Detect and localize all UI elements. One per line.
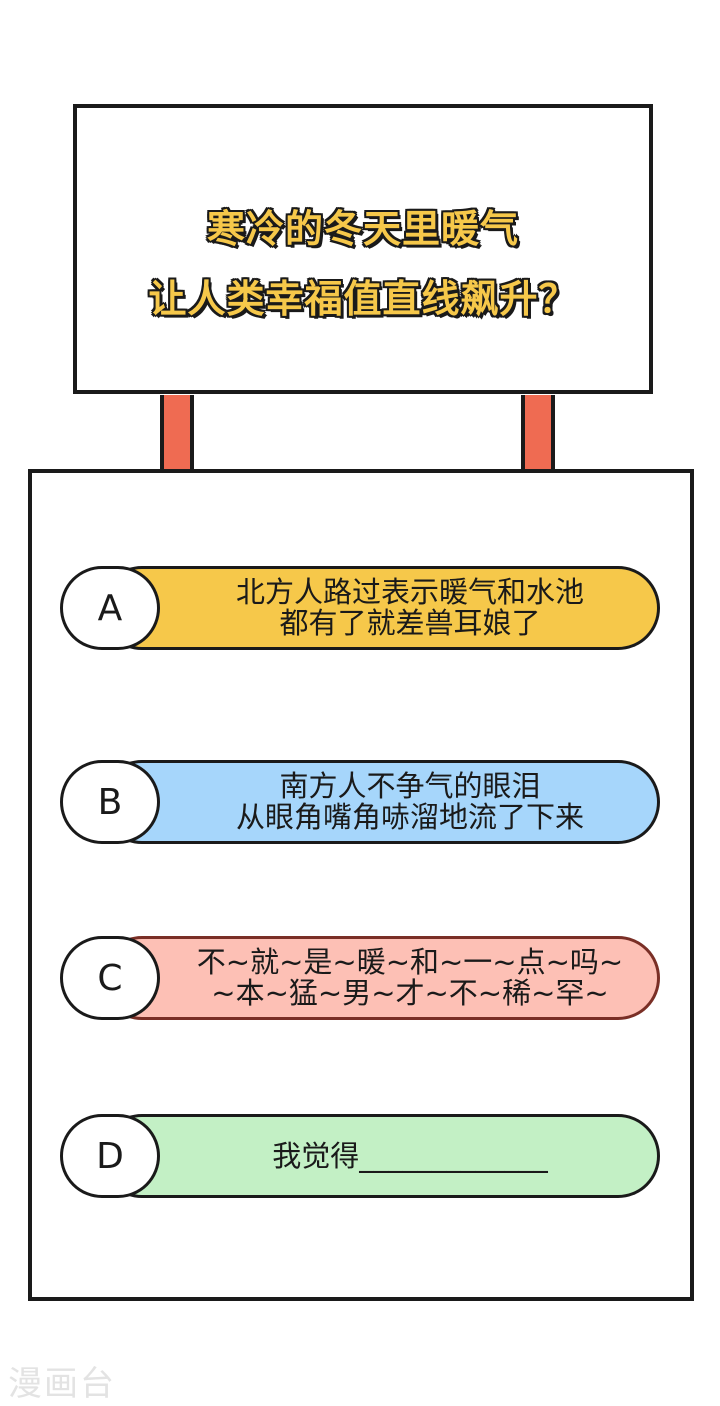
watermark: 漫画台 — [8, 1364, 116, 1404]
option-b-pill[interactable]: 南方人不争气的眼泪 从眼角嘴角哧溜地流了下来 — [100, 760, 660, 844]
option-d-pill[interactable]: 我觉得_____________ — [100, 1114, 660, 1198]
option-c-pill[interactable]: 不~就~是~暖~和~一~点~吗~ ~本~猛~男~才~不~稀~罕~ — [100, 936, 660, 1020]
option-a-pill[interactable]: 北方人路过表示暖气和水池 都有了就差兽耳娘了 — [100, 566, 660, 650]
option-a-text: 北方人路过表示暖气和水池 都有了就差兽耳娘了 — [235, 575, 584, 640]
option-a-letter: A — [60, 566, 160, 650]
sign-post-right — [521, 395, 555, 475]
question-title-line1: 寒冷的冬天里暖气 — [206, 207, 519, 251]
option-b-text: 南方人不争气的眼泪 从眼角嘴角哧溜地流了下来 — [235, 769, 584, 834]
option-c-letter: C — [60, 936, 160, 1020]
option-d-text: 我觉得_____________ — [272, 1138, 548, 1173]
option-b-letter: B — [60, 760, 160, 844]
sign-post-left — [160, 395, 194, 475]
question-title-line2: 让人类幸福值直线飙升？ — [148, 277, 578, 321]
option-b[interactable]: 南方人不争气的眼泪 从眼角嘴角哧溜地流了下来 B — [60, 760, 662, 848]
option-d-letter: D — [60, 1114, 160, 1198]
option-a[interactable]: 北方人路过表示暖气和水池 都有了就差兽耳娘了 A — [60, 566, 662, 654]
option-c[interactable]: 不~就~是~暖~和~一~点~吗~ ~本~猛~男~才~不~稀~罕~ C — [60, 936, 662, 1024]
question-sign: 寒冷的冬天里暖气 让人类幸福值直线飙升？ — [73, 104, 653, 394]
option-d[interactable]: 我觉得_____________ D — [60, 1114, 662, 1202]
option-c-text: 不~就~是~暖~和~一~点~吗~ ~本~猛~男~才~不~稀~罕~ — [196, 945, 624, 1010]
